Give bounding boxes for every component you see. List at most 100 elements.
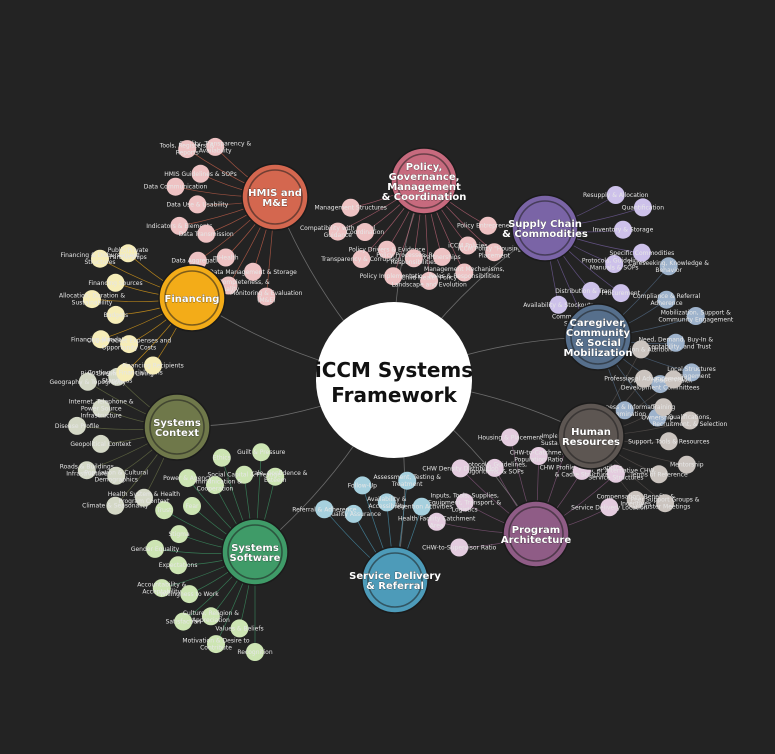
stethoscope-icon	[367, 552, 423, 608]
caregiver-leaf-careseeking-knowledge-behavior: Careseeking, Knowledge &Behavior	[628, 257, 709, 276]
financing-leaf-label: Financing Sources	[88, 280, 142, 287]
gear-icon	[508, 506, 564, 562]
hmis-leaf-label: Data Communication	[144, 184, 208, 191]
context-leaf-label: Power Source	[81, 406, 122, 413]
context-leaf-label: Demographics	[94, 476, 137, 483]
policy-leaf-node	[341, 198, 360, 217]
software-leaf-label: Stigma	[169, 531, 190, 538]
supply-leaf-resupply-allocation: Resupply & Allocation	[583, 186, 649, 204]
service-leaf-label: Prevention Activities	[391, 504, 452, 511]
service-leaf-node	[315, 500, 334, 519]
software-leaf-node	[212, 448, 231, 467]
service-leaf-follow-up: Follow-Up	[348, 476, 377, 495]
program-leaf-label: Inputs, Tools, Supplies,	[431, 492, 499, 499]
supply-leaf-label: Specific Commodities	[610, 250, 675, 257]
hmis-leaf-quality-transparency-availability: Quality, Transparency &Availability	[179, 137, 251, 156]
program-leaf-node	[606, 464, 625, 483]
software-leaf-label: Communication &	[188, 479, 242, 486]
caregiver-leaf-label: Oversight and Health	[628, 378, 692, 385]
financing-leaf-node	[119, 244, 138, 263]
hmis-leaf-label: Availability	[199, 147, 232, 154]
program-leaf-node	[600, 498, 619, 517]
hub-caregiver-label: Mobilization	[563, 348, 632, 359]
supply-leaf-label: Protocols, Guidelines,	[582, 258, 647, 265]
software-leaf-node	[252, 443, 271, 462]
context-leaf-geopolitical-context: Geopolitical Context	[70, 434, 132, 453]
context-leaf-label: Geopolitical Context	[70, 441, 132, 448]
financing-leaf-node	[106, 273, 125, 292]
software-leaf-node	[230, 619, 249, 638]
hr-leaf-label: Support, Tools & Resources	[628, 438, 709, 445]
policy-leaf-iccm-policies: iCCM Policies	[448, 236, 487, 255]
program-leaf-label: CHW Density Distribution	[422, 465, 498, 472]
policy-leaf-label: Policy Processes, Roles &	[376, 252, 452, 259]
program-leaf-housing-placement: Housing & Placement	[478, 428, 543, 447]
hr-leaf-retention-attrition: Retention & Attrition	[610, 340, 672, 359]
software-leaf-label: Willingness to Work	[160, 591, 219, 598]
software-leaf-label: Values & Beliefs	[215, 625, 263, 632]
hr-leaf-compensation-benefits-incentives: Compensation, Benefits &Incentives	[597, 490, 675, 509]
supply-leaf-node	[605, 255, 624, 273]
program-leaf-chw-to-supervisor-ratio: CHW-to-Supervisor Ratio	[422, 538, 497, 557]
supply-leaf-label: Manuals & SOPs	[590, 265, 639, 272]
supply-leaf-node	[582, 281, 601, 300]
caregiver-leaf-label: Local Structures	[667, 366, 716, 373]
software-leaf-trust: Trust	[155, 501, 174, 520]
software-leaf-node	[201, 607, 220, 626]
service-leaf-label: Quality Assurance	[326, 511, 381, 518]
hmis-leaf-label: Quality	[218, 286, 240, 293]
hub-service-label: & Referral	[366, 581, 424, 592]
policy-leaf-label: Management Structures	[314, 205, 386, 212]
software-leaf-label: Gender Equality	[131, 546, 180, 553]
hub-service-label: Service Delivery	[349, 571, 441, 582]
financing-leaf-node	[83, 290, 101, 309]
hmis-leaf-label: Monitoring & Evaluation	[230, 290, 302, 297]
context-leaf-climate-seasonality: Climate & Seasonality	[82, 496, 149, 515]
software-leaf-node	[146, 539, 164, 558]
software-leaf-values-beliefs: Values & Beliefs	[215, 619, 264, 638]
center-title-line-2: Framework	[331, 383, 457, 407]
context-leaf-label: Program Context	[119, 498, 170, 505]
policy-leaf-node	[485, 243, 504, 262]
software-leaf-stigma: Stigma	[169, 525, 190, 544]
software-leaf-node	[246, 643, 264, 661]
program-leaf-protocols-guidelines-algorithms-sops: Protocols, Guidelines,Algorithms, & SOPs	[462, 458, 527, 477]
caregiver-leaf-label: Dissemination	[603, 411, 646, 418]
software-leaf-communication-cooperation: Communication &Cooperation	[188, 476, 242, 495]
hub-hr-label: Resources	[562, 437, 620, 448]
software-leaf-fear: Fear	[183, 497, 201, 515]
service-leaf-label: Treatment	[391, 481, 423, 488]
policy-leaf-node	[404, 249, 423, 268]
hub-layer: HMIS andM&EPolicy,Governance,Management&…	[143, 147, 633, 614]
service-leaf-label: Accessibility	[368, 503, 405, 510]
software-leaf-expectations: Expectations	[159, 556, 197, 575]
context-leaf-node	[91, 434, 110, 453]
hr-leaf-training: Training	[651, 398, 676, 417]
program-leaf-label: Service Delivery Location	[571, 504, 647, 511]
hr-leaf-terms-of-reference: Terms of Reference	[629, 465, 688, 484]
hr-leaf-label: Peer Support Groups &	[631, 497, 700, 504]
hmis-leaf-node	[257, 287, 276, 306]
financing-leaf-label: Financing Mandates	[71, 336, 131, 343]
financing-leaf-label: Structures	[84, 259, 115, 266]
hr-leaf-label: Retention & Attrition	[610, 346, 672, 353]
hmis-leaf-tools-registers-reports: Tools, Registers, &Reports	[159, 140, 215, 159]
caregiver-leaf-label: Adherence	[650, 300, 682, 307]
policy-leaf-label: Compatibility with Global	[300, 225, 376, 232]
software-leaf-label: Power & Agency	[163, 475, 212, 482]
hr-leaf-professional-advancement: Professional Advancement	[604, 369, 684, 388]
globe-icon	[149, 399, 205, 455]
program-leaf-node	[501, 428, 520, 447]
context-leaf-geography-topography: Geography & Topography	[50, 372, 127, 391]
hub-policy-label: & Coordination	[382, 192, 467, 203]
hmis-leaf-node	[216, 248, 235, 267]
health-worker-icon	[563, 408, 619, 464]
caregiver-leaf-node	[686, 307, 705, 325]
program-leaf-service-delivery-location: Service Delivery Location	[571, 498, 648, 517]
hr-leaf-node	[680, 411, 699, 430]
context-leaf-label: Infrastructure	[66, 471, 107, 478]
